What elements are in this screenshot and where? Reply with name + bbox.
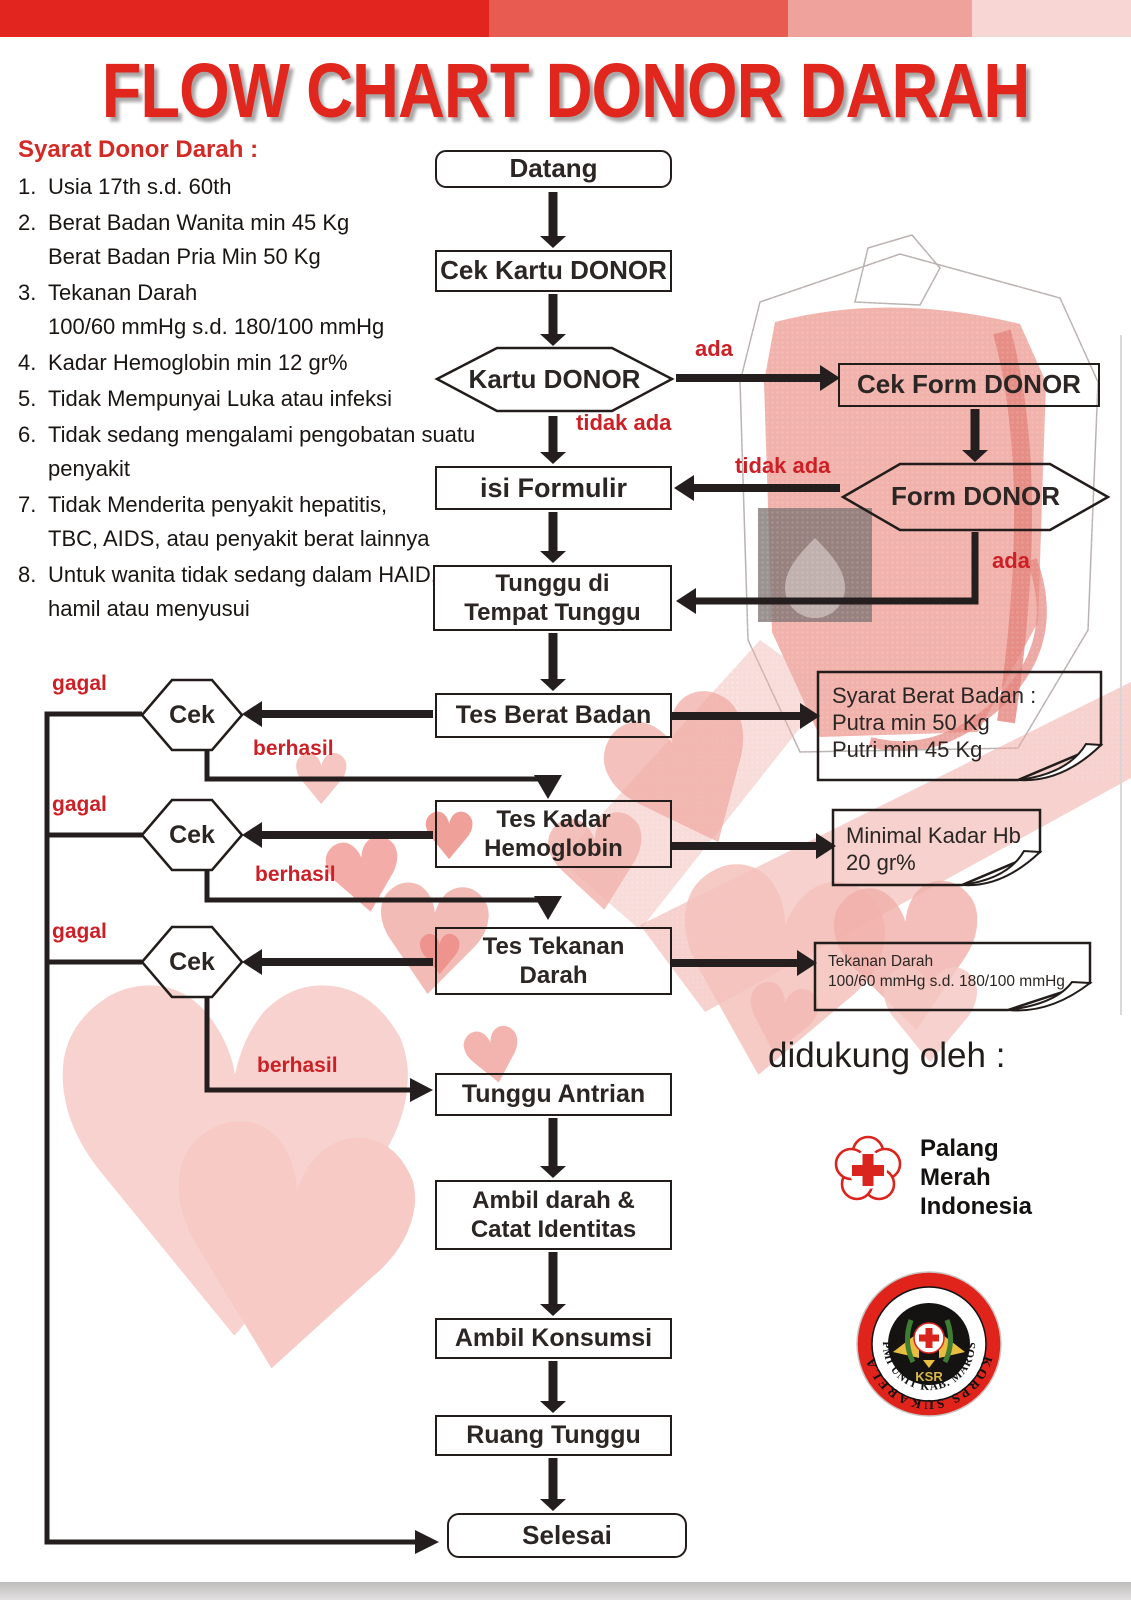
- flow-node-tes-berat-badan: Tes Berat Badan: [435, 693, 672, 738]
- note-minimal-kadar-hb: Minimal Kadar Hb 20 gr%: [846, 823, 1021, 875]
- topbar-segment: [788, 0, 972, 37]
- ksr-text-center: KSR: [915, 1369, 943, 1384]
- top-gradient-bar: [0, 0, 1131, 37]
- note-tekanan-darah: Tekanan Darah 100/60 mmHg s.d. 180/100 m…: [828, 953, 1065, 990]
- topbar-segment: [0, 0, 489, 37]
- edge-label-berhasil: berhasil: [255, 863, 336, 886]
- requirements-heading: Syarat Donor Darah :: [18, 136, 259, 163]
- note-syarat-berat-badan: Syarat Berat Badan : Putra min 50 Kg Put…: [832, 683, 1037, 762]
- requirement-item: 7. Tidak Menderita penyakit hepatitis, TBC…: [18, 488, 488, 556]
- requirement-text: hamil atau menyusui: [48, 596, 250, 621]
- requirement-item: 5. Tidak Mempunyai Luka atau infeksi: [18, 382, 488, 416]
- edge-label-ada: ada: [992, 548, 1030, 573]
- ksr-badge-icon: KORPS SUKARELA PMI UNIT KAB. MAROS KSR: [856, 1271, 1002, 1417]
- flow-node-ambil-darah-catat-identitas: Ambil darah & Catat Identitas: [435, 1180, 672, 1250]
- requirement-text: Tidak Mempunyai Luka atau infeksi: [48, 386, 393, 411]
- flow-node-kartu-donor: Kartu DONOR: [468, 363, 641, 394]
- requirement-item: 8. Untuk wanita tidak sedang dalam HAID, h…: [18, 558, 488, 626]
- requirement-item: 4. Kadar Hemoglobin min 12 gr%: [18, 346, 488, 380]
- requirement-number: 2.: [18, 210, 37, 235]
- requirement-number: 8.: [18, 562, 37, 587]
- requirement-text: Berat Badan Wanita min 45 Kg: [48, 210, 350, 235]
- requirement-number: 3.: [18, 280, 37, 305]
- heart-icon: ♥: [20, 890, 451, 1449]
- kartu-donor-hexagon: [434, 346, 675, 413]
- topbar-segment: [972, 0, 1131, 37]
- heart-icon: ♥: [872, 941, 989, 1093]
- flow-node-cek-kartu-donor: Cek Kartu DONOR: [435, 250, 672, 292]
- flow-node-datang: Datang: [435, 150, 672, 188]
- flow-node-tunggu-antrian: Tunggu Antrian: [435, 1073, 672, 1116]
- requirement-number: 4.: [18, 350, 37, 375]
- flow-node-cek-hemoglobin: Cek: [169, 820, 215, 849]
- flow-node-cek-form-donor: Cek Form DONOR: [838, 363, 1100, 407]
- cek-hexagon: [140, 678, 244, 752]
- flow-node-tes-kadar-hemoglobin: Tes Kadar Hemoglobin: [435, 800, 672, 868]
- flow-node-tes-tekanan-darah: Tes Tekanan Darah: [435, 927, 672, 995]
- edge-label-gagal: gagal: [52, 672, 107, 695]
- topbar-segment: [489, 0, 788, 37]
- requirement-text: TBC, AIDS, atau penyakit berat lainnya: [48, 526, 430, 551]
- ksr-emblem: [893, 1319, 965, 1368]
- requirement-item: 6. Tidak sedang mengalami pengobatan suat…: [18, 418, 488, 486]
- flow-node-selesai: Selesai: [447, 1513, 687, 1558]
- heart-icon: ♥: [415, 923, 465, 987]
- flow-node-form-donor: Form DONOR: [891, 481, 1060, 512]
- edge-label-tidak-ada: tidak ada: [576, 410, 672, 435]
- flow-node-cek-tekanan: Cek: [169, 947, 215, 976]
- form-donor-hexagon: [840, 462, 1111, 532]
- flow-node-cek-berat: Cek: [169, 700, 215, 729]
- pmi-logo-text: Palang Merah Indonesia: [920, 1135, 1033, 1220]
- requirement-item: 3. Tekanan Darah 100/60 mmHg s.d. 180/100 …: [18, 276, 488, 344]
- requirement-number: 6.: [18, 422, 37, 447]
- bottom-bar: [0, 1582, 1131, 1600]
- requirement-item: 1. Usia 17th s.d. 60th: [18, 170, 488, 204]
- requirement-number: 5.: [18, 386, 37, 411]
- edge-label-gagal: gagal: [52, 793, 107, 816]
- requirement-text: Tidak Menderita penyakit hepatitis,: [48, 492, 388, 517]
- edge-label-berhasil: berhasil: [257, 1054, 338, 1077]
- requirement-number: 7.: [18, 492, 37, 517]
- requirement-text: Kadar Hemoglobin min 12 gr%: [48, 350, 348, 375]
- requirement-text: Tidak sedang mengalami pengobatan suatu …: [48, 422, 476, 481]
- requirement-text: Untuk wanita tidak sedang dalam HAID,: [48, 562, 437, 587]
- cek-hexagon: [140, 925, 244, 999]
- requirement-number: 1.: [18, 174, 37, 199]
- pmi-logo-icon: [834, 1135, 902, 1201]
- requirement-item: 2. Berat Badan Wanita min 45 Kg Berat Bada…: [18, 206, 488, 274]
- edge-label-tidak-ada: tidak ada: [735, 453, 831, 478]
- flow-arrowheads: [242, 236, 988, 1554]
- flow-node-ambil-konsumsi: Ambil Konsumsi: [435, 1318, 672, 1359]
- flow-node-tunggu-di-tempat-tunggu: Tunggu di Tempat Tunggu: [433, 565, 672, 631]
- edge-label-berhasil: berhasil: [253, 737, 334, 760]
- flow-node-isi-formulir: isi Formulir: [435, 466, 672, 510]
- flow-lines: [44, 192, 980, 1545]
- decision-shapes: [140, 346, 1111, 999]
- edge-label-ada: ada: [695, 336, 733, 361]
- requirement-text: 100/60 mmHg s.d. 180/100 mmHg: [48, 314, 385, 339]
- page-edge-line: [1120, 335, 1122, 1015]
- cek-hexagon: [140, 798, 244, 872]
- note-shapes: [813, 670, 1104, 1012]
- edge-label-gagal: gagal: [52, 920, 107, 943]
- requirement-text: Tekanan Darah: [48, 280, 198, 305]
- requirements-list: 1. Usia 17th s.d. 60th 2. Berat Badan Wanit…: [18, 170, 488, 628]
- red-cross-icon: [852, 1154, 884, 1186]
- flow-node-ruang-tunggu: Ruang Tunggu: [435, 1415, 672, 1456]
- requirement-text: Usia 17th s.d. 60th: [48, 174, 232, 199]
- requirement-text: Berat Badan Pria Min 50 Kg: [48, 244, 321, 269]
- supported-by-heading: didukung oleh :: [768, 1036, 1006, 1075]
- page-title: FLOW CHART DONOR DARAH: [101, 47, 1031, 134]
